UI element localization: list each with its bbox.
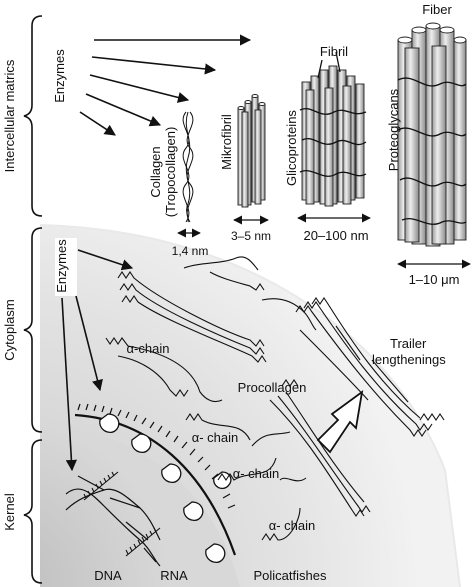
section-label-cytoplasm: Cytoplasm bbox=[2, 299, 17, 360]
matrix-brace bbox=[23, 15, 43, 217]
fibril-size-label: 20–100 nm bbox=[303, 228, 368, 243]
export-arrow-icon bbox=[316, 389, 364, 454]
proteoglycan-strands-icon bbox=[397, 77, 467, 225]
tropocollagen-helix-icon bbox=[182, 111, 194, 223]
fibril-label: Fibril bbox=[320, 44, 348, 59]
microfibril-bundle-icon bbox=[237, 94, 266, 208]
cytoplasm-enzymes-label: Enzymes bbox=[54, 239, 69, 293]
alpha-chain-label-4: α- chain bbox=[269, 518, 316, 533]
matrix-enzyme-arrows bbox=[79, 34, 252, 136]
ribosome-icons bbox=[99, 413, 232, 564]
cytoplasm-brace bbox=[23, 227, 43, 433]
fiber-size-label: 1–10 μm bbox=[409, 272, 460, 287]
collagen-label-line2: (Tropocollagen) bbox=[163, 127, 178, 218]
procollagen-label: Procollagen bbox=[238, 380, 307, 395]
cytoplasm-enzyme-arrows bbox=[61, 249, 134, 472]
kernel-brace bbox=[23, 439, 43, 584]
matrix-enzymes-label: Enzymes bbox=[52, 49, 67, 103]
collagen-size-label: 1,4 nm bbox=[172, 244, 209, 258]
cell-membrane bbox=[39, 224, 461, 587]
procollagen-bundle-icon bbox=[117, 271, 371, 517]
dna-label: DNA bbox=[94, 568, 122, 583]
collagen-sublabel: (Tropocollagen) bbox=[163, 127, 178, 218]
microfibril-size-label: 3–5 nm bbox=[231, 229, 271, 243]
collagen-label-line1: Collagen bbox=[148, 146, 163, 197]
trailer-label-line1: Trailer bbox=[390, 336, 427, 351]
microfibril-label: Mikrofibril bbox=[219, 114, 234, 170]
glycoproteins-label: Glicoproteins bbox=[284, 110, 299, 186]
policatfishes-label: Policatfishes bbox=[254, 568, 327, 583]
rna-label: RNA bbox=[160, 568, 188, 583]
glycoprotein-strands-icon bbox=[299, 51, 367, 177]
alpha-chain-label-2: α- chain bbox=[192, 430, 239, 445]
trailer-lengthenings-strands-icon bbox=[295, 297, 445, 437]
cytoplasm-enzymes-box bbox=[55, 238, 77, 296]
fiber-label: Fiber bbox=[422, 2, 452, 17]
trailer-label-line2: lengthenings bbox=[372, 352, 446, 367]
section-label-matrix: Intercellular matrics bbox=[2, 59, 17, 172]
dna-helix-icon bbox=[65, 475, 161, 567]
proteoglycans-label: Proteoglycans bbox=[386, 88, 401, 171]
fibril-bundle-icon bbox=[301, 65, 365, 207]
rna-strand-icon bbox=[83, 471, 161, 557]
collagen-label: Collagen bbox=[148, 146, 163, 197]
fiber-bundle-icon bbox=[397, 22, 467, 247]
alpha-chain-label-3: α- chain bbox=[233, 466, 280, 481]
kernel-region bbox=[40, 425, 240, 587]
alpha-chain-label-1: α-chain bbox=[127, 341, 170, 356]
section-label-kernel: Kernel bbox=[2, 493, 17, 531]
